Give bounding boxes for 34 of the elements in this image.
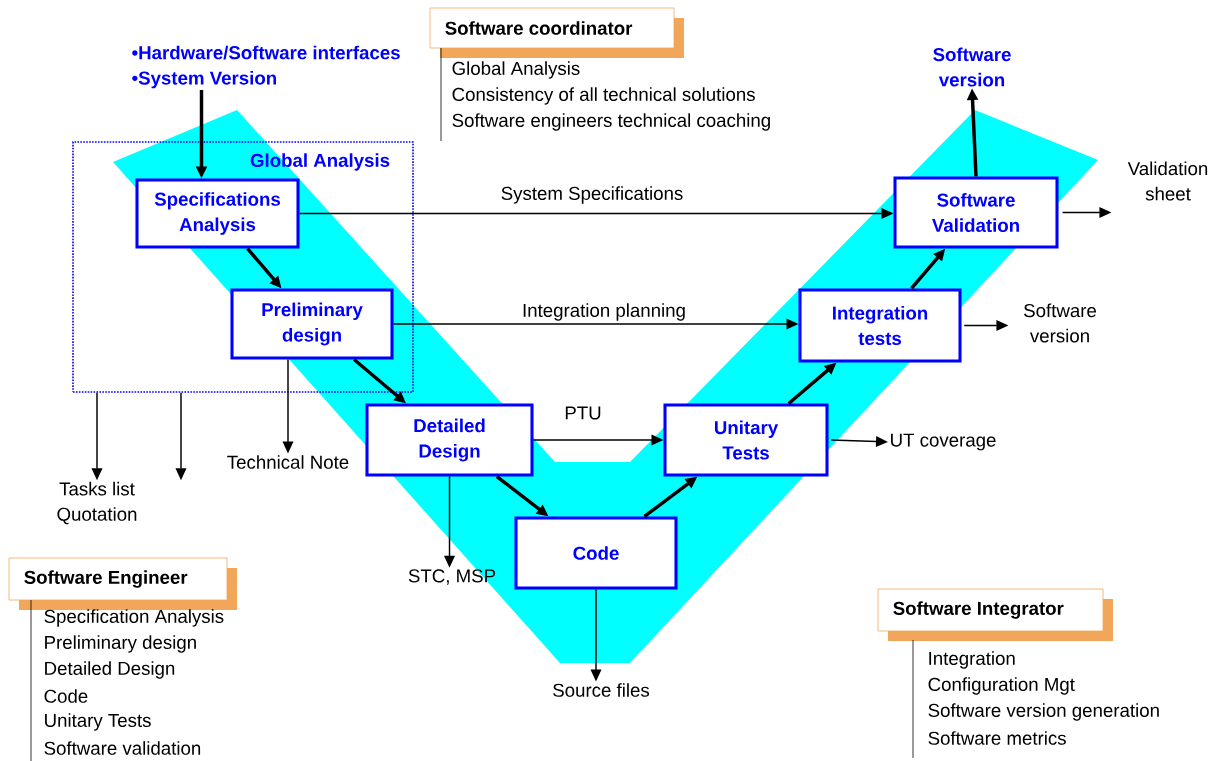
- output-text: Software version: [933, 47, 1011, 87]
- edge-label: PTU: [563, 405, 603, 421]
- process-box: Integration tests: [798, 288, 962, 363]
- output-text: Tasks list Quotation: [57, 481, 137, 525]
- output-text: Software version: [1024, 303, 1096, 343]
- role-duty: Preliminary design: [45, 635, 196, 653]
- process-box: Software Validation: [893, 176, 1059, 249]
- role-duty: Software validation: [44, 741, 201, 755]
- output-text: UT coverage: [891, 433, 996, 451]
- role-duty: Consistency of all technical solutions: [452, 87, 755, 105]
- process-box: Unitary Tests: [663, 403, 829, 477]
- role-duty: Global Analysis: [452, 61, 580, 79]
- role-box: Software coordinator: [429, 7, 684, 58]
- process-box: Specifications Analysis: [135, 178, 300, 249]
- role-duty: Software metrics: [928, 731, 1066, 745]
- edge-label: System Specifications: [499, 184, 685, 206]
- role-duty: Integration: [929, 651, 1015, 669]
- role-box: Software Engineer: [8, 557, 237, 610]
- role-duty: Specification Analysis: [44, 609, 224, 627]
- role-box: Software Integrator: [877, 588, 1113, 641]
- role-duty: Unitary Tests: [45, 713, 151, 731]
- role-duty: Software version generation: [928, 703, 1159, 721]
- process-box: Detailed Design: [365, 403, 534, 477]
- output-text: Technical Note: [227, 455, 349, 469]
- role-duty: Code: [44, 689, 88, 703]
- role-duty: Detailed Design: [45, 661, 175, 679]
- edge-label: Integration planning: [520, 301, 688, 323]
- output-text: •Hardware/Software interfaces •System Version: [132, 45, 400, 89]
- process-box: Code: [514, 516, 678, 590]
- output-text: Source files: [553, 683, 650, 697]
- role-duty: Software engineers technical coaching: [452, 113, 770, 131]
- output-text: Validation sheet: [1127, 161, 1208, 201]
- role-duty: Configuration Mgt: [928, 677, 1075, 695]
- process-box: Preliminary design: [230, 288, 394, 360]
